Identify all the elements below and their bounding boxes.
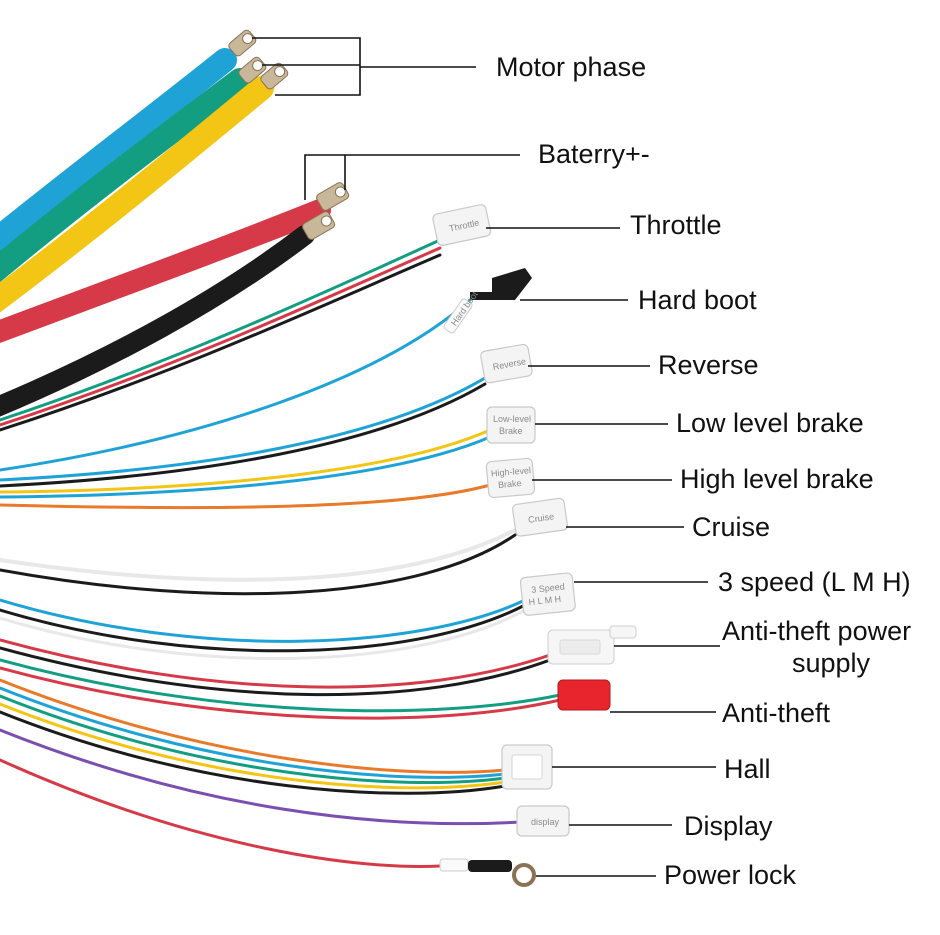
hard-boot-connector: Hard boot: [443, 268, 532, 334]
motor-phase-terminals: [228, 29, 289, 90]
throttle-connector: Throttle: [432, 204, 492, 246]
anti-theft-connector: [557, 679, 611, 711]
svg-text:Cruise: Cruise: [528, 511, 555, 525]
power-lock-terminal: [439, 858, 536, 887]
label-display: Display: [684, 811, 773, 841]
label-three-speed: 3 speed (L M H): [718, 567, 911, 597]
battery-cables: [0, 182, 350, 417]
label-low-level-brake: Low level brake: [676, 408, 864, 438]
label-anti-theft: Anti-theft: [722, 698, 831, 728]
label-reverse: Reverse: [658, 350, 759, 380]
motor-phase-cables: [0, 48, 274, 313]
label-high-level-brake: High level brake: [680, 464, 874, 494]
label-hard-boot: Hard boot: [638, 285, 757, 315]
hall-connector: [501, 744, 553, 790]
svg-text:Low-level: Low-level: [493, 414, 531, 424]
label-anti-theft-power-supply-line2: supply: [792, 648, 871, 678]
anti-theft-power-connector: [547, 625, 637, 665]
svg-text:Brake: Brake: [499, 426, 523, 436]
labels: Motor phase Baterry+- Throttle Hard boot…: [496, 52, 911, 890]
svg-text:H L M H: H L M H: [528, 594, 562, 607]
leader-lines: [252, 37, 720, 877]
svg-text:display: display: [531, 817, 560, 827]
reverse-connector: Reverse: [480, 343, 533, 384]
three-speed-connector: 3 Speed H L M H: [519, 572, 576, 616]
low-level-brake-connector: Low-level Brake: [486, 406, 536, 444]
label-hall: Hall: [724, 754, 771, 784]
display-connector: display: [516, 805, 570, 837]
label-anti-theft-power-supply-line1: Anti-theft power: [722, 616, 911, 646]
svg-text:Brake: Brake: [498, 478, 522, 490]
label-power-lock: Power lock: [664, 860, 797, 890]
cruise-connector: Cruise: [512, 497, 568, 537]
signal-wires: [0, 238, 562, 868]
label-throttle: Throttle: [630, 210, 722, 240]
label-battery: Baterry+-: [538, 139, 650, 169]
label-cruise: Cruise: [692, 512, 770, 542]
svg-text:High-level: High-level: [491, 465, 532, 478]
label-motor-phase: Motor phase: [496, 52, 646, 82]
svg-text:Hard boot: Hard boot: [449, 289, 480, 328]
svg-text:3 Speed: 3 Speed: [531, 581, 565, 594]
high-level-brake-connector: High-level Brake: [485, 457, 536, 499]
